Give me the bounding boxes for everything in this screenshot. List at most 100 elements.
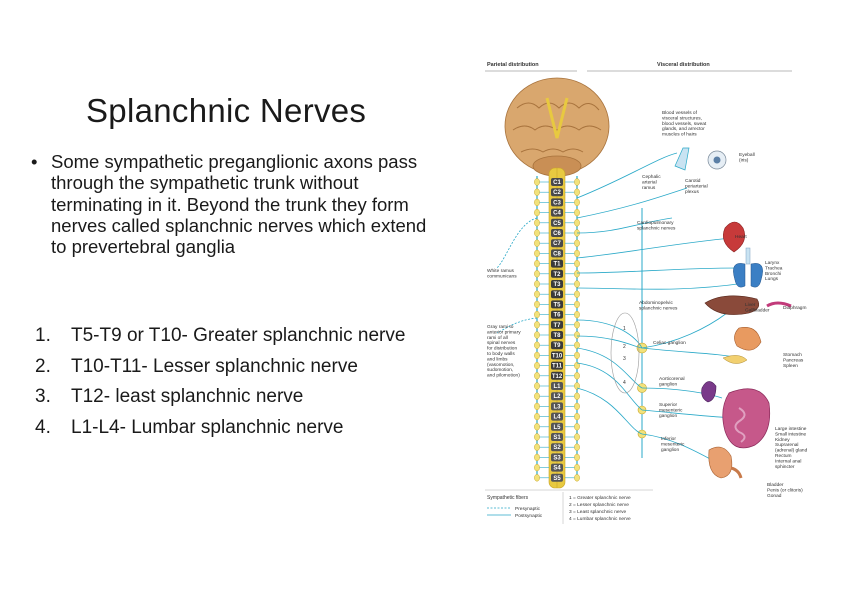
figure-label-line: glands, and arrector — [662, 126, 705, 132]
spinal-level-box — [551, 188, 563, 197]
intro-text: Some sympathetic preganglionic axons pas… — [51, 151, 427, 258]
trunk-ganglion — [534, 474, 540, 482]
figure-label-line: Eyeball — [739, 152, 755, 158]
plexus-number: 2 — [623, 344, 626, 350]
list-text: T12- least splanchnic nerve — [71, 386, 304, 407]
spinal-level-box — [551, 280, 563, 288]
spinal-level-box — [551, 218, 563, 227]
trachea — [745, 247, 751, 265]
spinal-level-label: C1 — [553, 180, 561, 186]
figure-label-line: Larynx — [765, 260, 780, 266]
spinal-level-label: T9 — [553, 343, 561, 349]
trunk-ganglion — [534, 402, 540, 411]
spinal-level-label: T11 — [552, 364, 563, 370]
figure-label-line: ganglion — [659, 381, 677, 387]
spinal-level-box — [551, 453, 563, 462]
figure-label-line: ganglion — [661, 447, 679, 453]
carotid-vessel — [674, 147, 690, 171]
spinal-level-box — [551, 473, 563, 482]
spinal-level-label: S3 — [553, 455, 561, 461]
figure-label-line: Small intestine — [775, 431, 807, 437]
kidney — [701, 381, 717, 403]
trunk-ganglion — [534, 372, 540, 380]
figure-label-line: Carotid — [685, 178, 701, 184]
list-item: 1.T5-T9 or T10- Greater splanchnic nerve — [35, 321, 405, 352]
trunk-ganglion — [574, 178, 580, 186]
figure-svg: Parietal distribution Visceral distribut… — [485, 62, 808, 524]
plexus-number: 1 — [623, 326, 626, 332]
spinal-level-box — [551, 371, 563, 380]
figure-label-line: Kidney — [775, 437, 790, 443]
spinal-level-label: T6 — [553, 313, 561, 319]
figure-label-line: Penis (or clitoris) — [767, 487, 803, 493]
spinal-level-box — [551, 300, 563, 309]
figure-label-line: anterior primary — [487, 329, 521, 335]
spinal-level-label: T1 — [553, 262, 561, 268]
figure-label-line: Abdominopelvic — [639, 300, 673, 306]
figure-label-line: rami of all — [487, 335, 508, 341]
spinal-level-box — [551, 178, 563, 186]
spinal-level-box — [551, 320, 563, 329]
spinal-level-label: L2 — [553, 394, 561, 400]
trunk-ganglion — [574, 351, 580, 360]
spinal-level-label: L5 — [553, 425, 561, 431]
figure-label-line: Cardiopulmonary — [637, 220, 674, 226]
trunk-ganglion — [574, 443, 580, 451]
trunk-ganglion — [574, 259, 580, 268]
spinal-level-label: T2 — [553, 272, 561, 278]
figure-label-line: blood vessels, sweat — [662, 121, 707, 127]
liver — [704, 295, 760, 315]
trunk-ganglion — [534, 208, 540, 217]
bullet-marker: • — [31, 151, 38, 172]
figure-label-line: splanchnic nerves — [637, 225, 676, 231]
trunk-ganglion — [574, 219, 580, 227]
sympathetic-nervous-system-figure: Parietal distribution Visceral distribut… — [477, 58, 811, 536]
trunk-ganglion — [534, 453, 540, 462]
spinal-level-label: T10 — [552, 353, 563, 359]
spinal-level-label: C8 — [553, 251, 561, 257]
figure-label-line: and pilomotion) — [487, 373, 520, 379]
trunk-ganglion — [574, 412, 580, 421]
legend-key: 4 = Lumbar splanchnic nerve — [569, 516, 631, 522]
legend-key: 2 = Lesser splanchnic nerve — [569, 502, 629, 508]
plexus-number: 3 — [623, 356, 626, 362]
trunk-ganglion — [574, 331, 580, 339]
spinal-level-box — [551, 392, 563, 401]
trunk-ganglion — [534, 290, 540, 298]
figure-label-line: plexus — [685, 189, 699, 195]
spinal-level-box — [551, 249, 563, 258]
trunk-ganglion — [534, 331, 540, 339]
list-number: 2. — [35, 355, 51, 377]
trunk-ganglion — [534, 249, 540, 258]
spinal-level-box — [551, 402, 563, 411]
list-number: 3. — [35, 386, 51, 407]
figure-label-line: White ramus — [487, 268, 515, 274]
figure-label-line: Spleen — [783, 363, 798, 369]
figure-label-line: Rectum — [775, 453, 792, 459]
figure-label-line: communicans — [487, 273, 517, 279]
figure-label-line: Large intestine — [775, 426, 807, 432]
list-text: L1-L4- Lumbar splanchnic nerve — [71, 416, 344, 438]
figure-label-line: Gallbladder — [745, 307, 770, 313]
figure-label: Celiac ganglion — [653, 340, 686, 346]
spinal-level-box — [551, 422, 563, 431]
spinal-level-label: C3 — [553, 200, 561, 206]
figure-label-line: spinal nerves — [487, 340, 516, 346]
stomach — [734, 327, 762, 351]
spinal-level-box — [551, 290, 563, 299]
figure-label-line: periarterial — [685, 183, 708, 189]
trunk-ganglion — [534, 321, 540, 329]
large-intestine — [722, 388, 771, 449]
spinal-level-box — [551, 269, 563, 278]
spinal-level-label: L4 — [553, 415, 561, 421]
spinal-level-box — [551, 229, 563, 237]
spinal-level-box — [551, 361, 563, 370]
list-item: 3. T12- least splanchnic nerve — [35, 382, 405, 413]
plexus-number-markers: 1 2 3 4 — [610, 312, 640, 394]
trunk-ganglion — [574, 463, 580, 472]
header-parietal: Parietal distribution — [487, 62, 539, 68]
